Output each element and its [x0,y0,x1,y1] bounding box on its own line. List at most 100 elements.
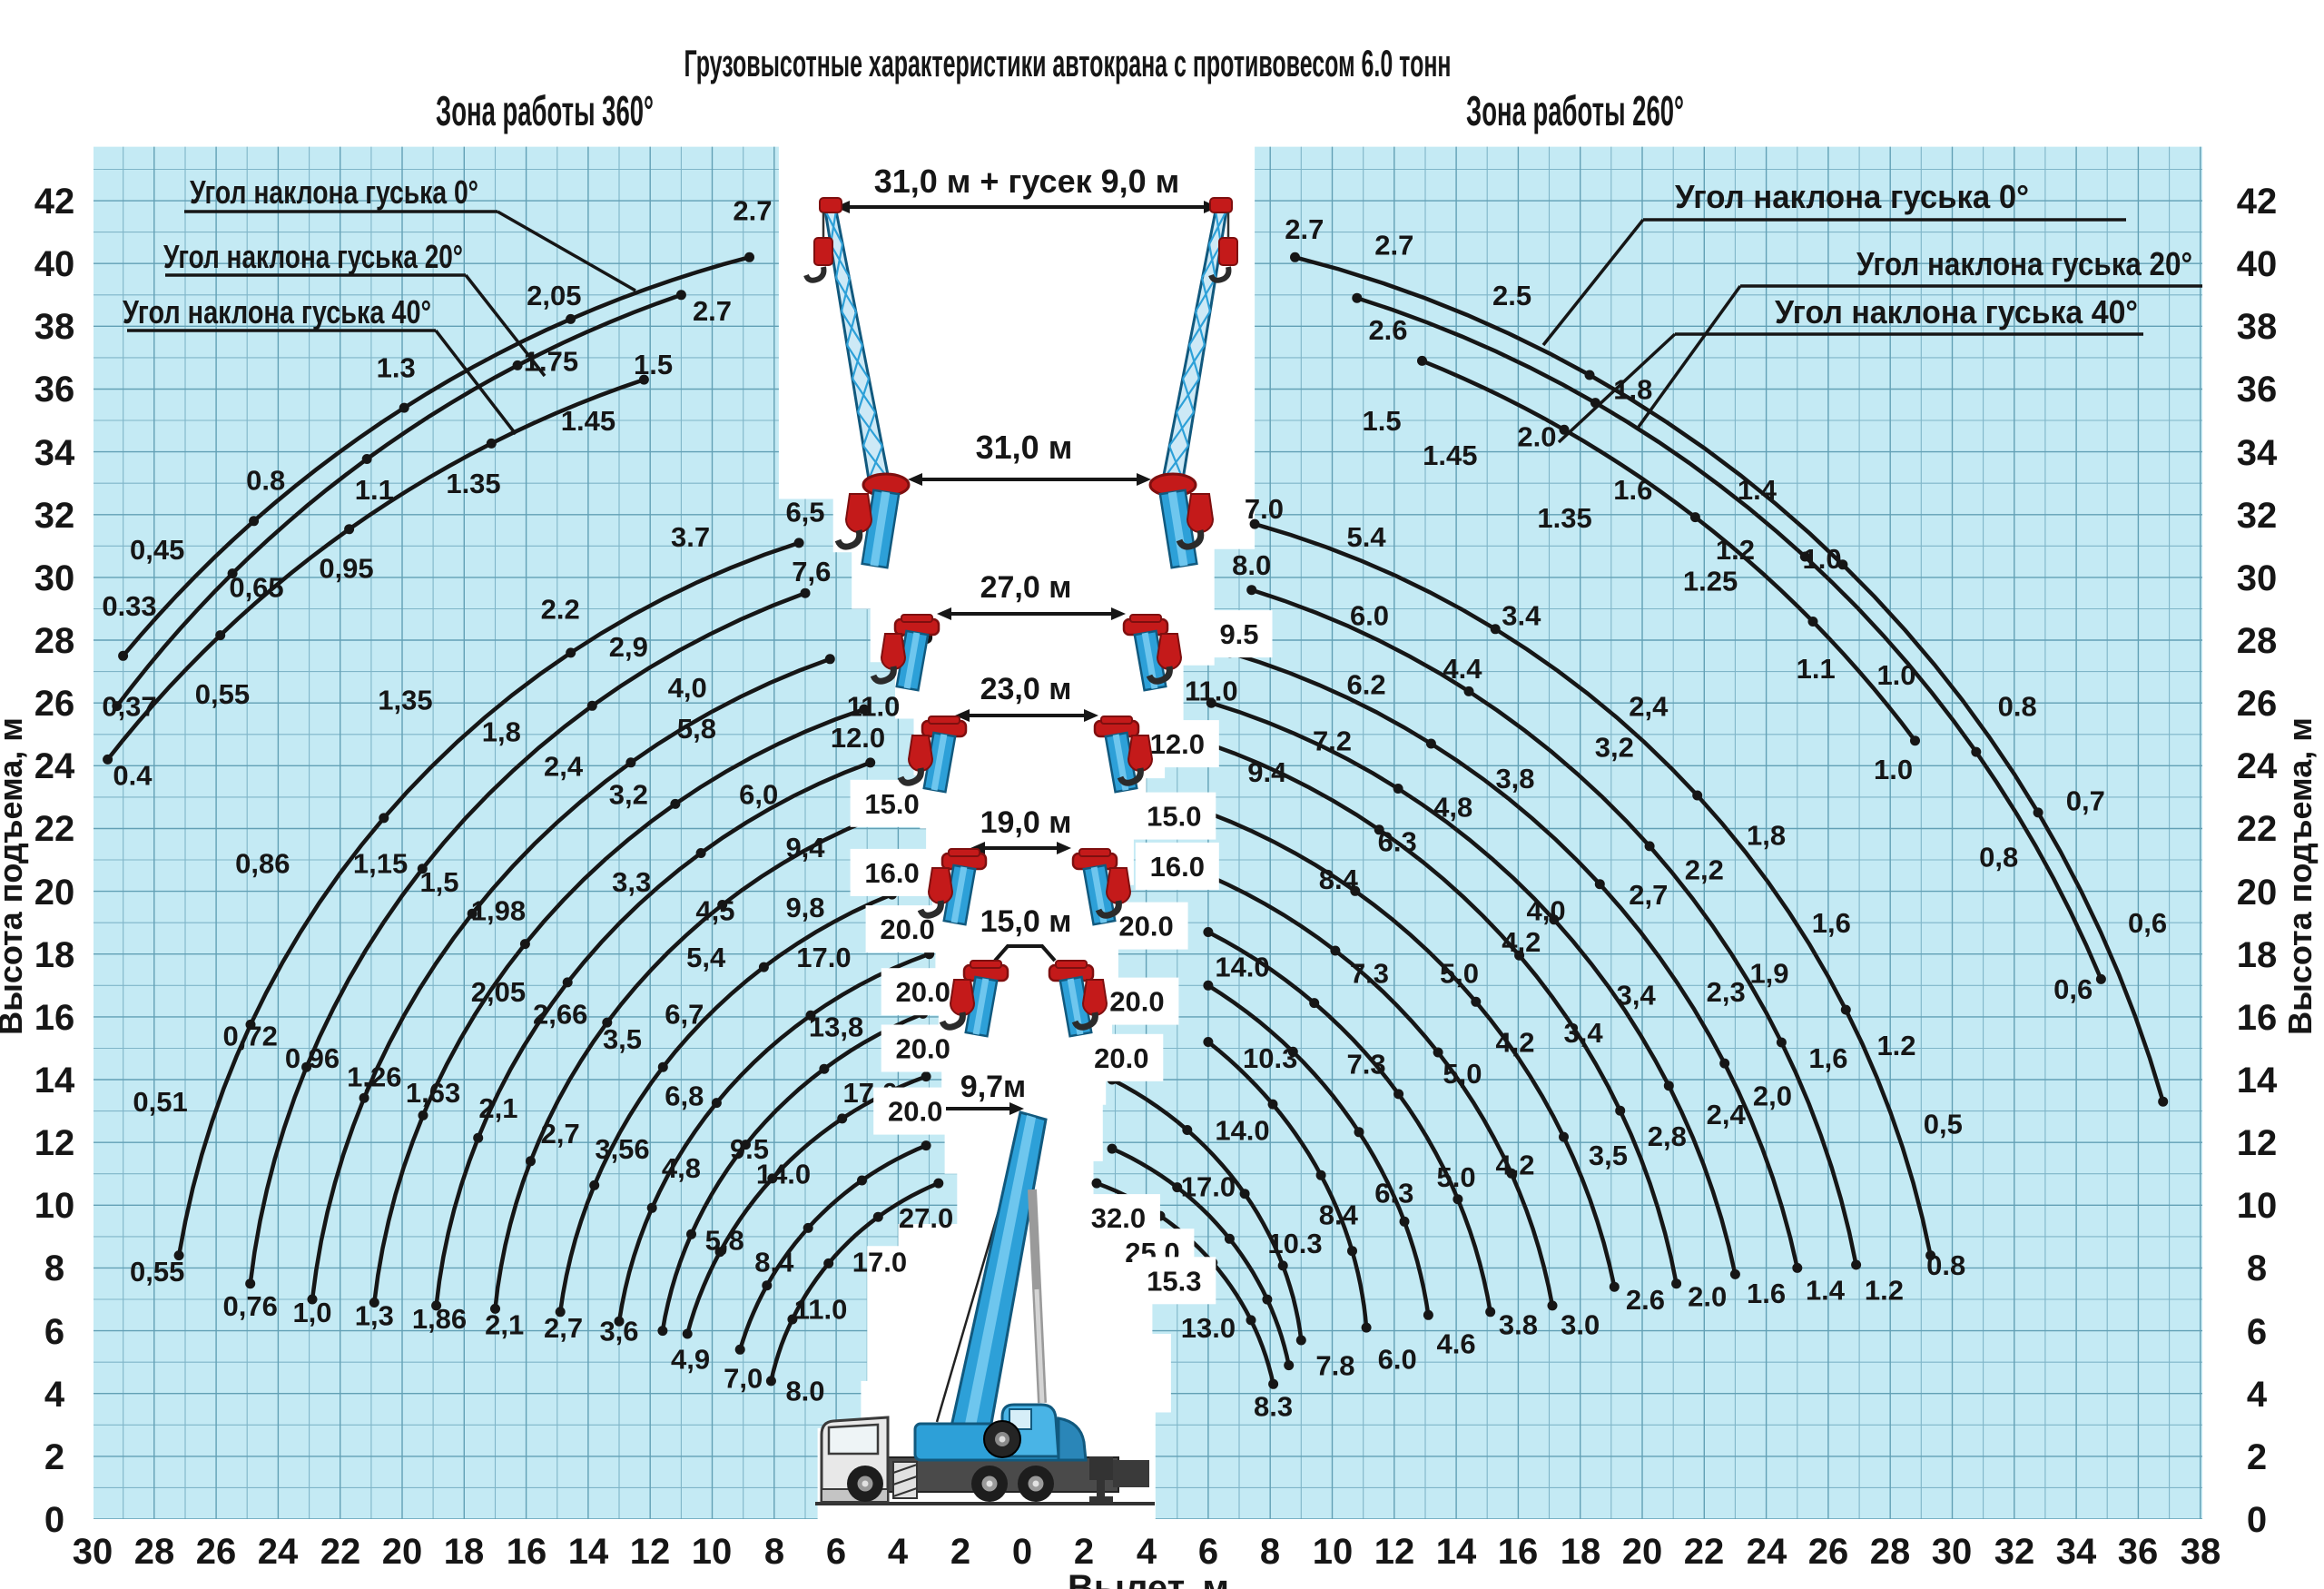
svg-text:3.4: 3.4 [1502,599,1541,631]
svg-text:8.4: 8.4 [1319,864,1359,895]
svg-text:2: 2 [44,1437,64,1477]
svg-text:0.33: 0.33 [102,590,156,622]
svg-text:1.4: 1.4 [1738,474,1777,506]
svg-text:15.0: 15.0 [864,788,919,820]
svg-text:6.2: 6.2 [1347,668,1386,700]
svg-text:38: 38 [2237,307,2278,347]
svg-text:3,4: 3,4 [1617,980,1657,1012]
svg-text:5,0: 5,0 [1443,1058,1482,1090]
svg-text:3,5: 3,5 [603,1023,642,1055]
svg-text:11.0: 11.0 [794,1293,848,1325]
svg-text:34: 34 [34,433,75,473]
svg-text:3,4: 3,4 [1564,1017,1604,1049]
svg-text:18: 18 [2237,935,2278,975]
svg-text:40: 40 [34,244,75,284]
svg-text:2.6: 2.6 [1368,314,1407,346]
svg-text:10.3: 10.3 [1243,1042,1297,1074]
svg-text:32: 32 [1994,1532,2035,1572]
svg-text:9.4: 9.4 [1247,756,1287,788]
svg-text:10: 10 [1313,1532,1354,1572]
svg-text:36: 36 [34,370,75,410]
svg-text:0,8: 0,8 [1979,842,2018,873]
svg-text:17.0: 17.0 [852,1247,907,1278]
svg-text:6: 6 [1198,1532,1218,1572]
svg-text:1.4: 1.4 [1806,1275,1846,1307]
svg-text:20.0: 20.0 [896,1033,950,1065]
svg-text:30: 30 [1932,1532,1973,1572]
svg-text:3.7: 3.7 [671,521,710,553]
svg-text:0,45: 0,45 [130,534,184,566]
svg-text:6: 6 [44,1312,64,1352]
svg-text:1,3: 1,3 [355,1299,394,1331]
svg-text:22: 22 [1684,1532,1725,1572]
svg-text:2,1: 2,1 [478,1092,517,1124]
svg-text:14: 14 [34,1061,75,1100]
svg-text:1.3: 1.3 [377,351,416,383]
svg-text:1.35: 1.35 [1537,502,1591,534]
svg-text:2,9: 2,9 [609,631,648,663]
svg-text:3,56: 3,56 [595,1133,649,1165]
svg-text:17.0: 17.0 [796,942,851,973]
svg-text:2.2: 2.2 [541,594,580,626]
svg-text:6.0: 6.0 [1378,1344,1417,1376]
svg-text:2,4: 2,4 [1707,1099,1747,1130]
svg-text:0.4: 0.4 [113,760,153,792]
svg-text:18: 18 [444,1532,485,1572]
svg-text:7.3: 7.3 [1347,1049,1386,1081]
svg-text:8.0: 8.0 [785,1375,824,1406]
svg-text:4: 4 [888,1532,909,1572]
svg-text:14: 14 [568,1532,609,1572]
svg-text:10: 10 [2237,1186,2278,1226]
svg-text:9.5: 9.5 [730,1133,769,1165]
svg-text:8.0: 8.0 [1232,549,1271,581]
svg-text:5,0: 5,0 [1440,958,1479,990]
svg-text:2,7: 2,7 [544,1312,583,1344]
svg-text:1.0: 1.0 [1803,543,1842,575]
svg-text:2: 2 [2247,1437,2267,1477]
svg-text:40: 40 [2237,244,2278,284]
svg-text:8: 8 [764,1532,784,1572]
svg-text:22: 22 [2237,809,2278,849]
svg-text:13.0: 13.0 [1181,1312,1236,1344]
svg-text:4,2: 4,2 [1495,1149,1534,1180]
svg-text:1.5: 1.5 [634,349,673,380]
svg-text:9,8: 9,8 [785,892,824,923]
svg-text:1.1: 1.1 [355,474,394,506]
svg-text:15.3: 15.3 [1147,1265,1201,1297]
svg-text:28: 28 [2237,621,2278,661]
svg-text:18: 18 [1561,1532,1601,1572]
svg-text:2.5: 2.5 [1492,280,1531,311]
svg-text:16: 16 [507,1532,547,1572]
svg-text:4: 4 [44,1375,65,1415]
svg-text:6,8: 6,8 [665,1080,704,1111]
svg-text:12: 12 [2237,1123,2278,1163]
svg-text:8.3: 8.3 [1254,1391,1293,1423]
svg-text:30: 30 [34,558,75,598]
svg-text:2,3: 2,3 [1707,976,1746,1008]
svg-text:8: 8 [2247,1248,2267,1288]
svg-text:6,7: 6,7 [665,998,704,1030]
svg-text:2,4: 2,4 [544,750,584,782]
svg-text:3.8: 3.8 [1499,1309,1538,1341]
svg-text:34: 34 [2056,1532,2097,1572]
svg-text:1.35: 1.35 [446,468,500,499]
svg-text:20: 20 [382,1532,423,1572]
svg-text:10: 10 [692,1532,733,1572]
svg-text:20.0: 20.0 [880,913,934,945]
svg-text:2.0: 2.0 [1688,1281,1727,1313]
svg-text:2.7: 2.7 [1285,213,1324,245]
svg-text:5.4: 5.4 [1347,521,1387,553]
svg-text:14.0: 14.0 [1215,1114,1269,1146]
svg-text:23,0 м: 23,0 м [980,672,1072,706]
svg-text:12: 12 [34,1123,75,1163]
svg-text:20: 20 [2237,873,2278,913]
svg-text:3,8: 3,8 [1495,763,1534,794]
svg-text:11.0: 11.0 [1185,675,1238,706]
svg-text:16.0: 16.0 [1150,851,1205,883]
svg-text:3,5: 3,5 [1589,1140,1628,1171]
svg-text:14: 14 [1436,1532,1477,1572]
svg-text:5.0: 5.0 [1437,1161,1476,1193]
svg-text:0: 0 [44,1500,64,1540]
svg-text:20.0: 20.0 [896,976,950,1008]
svg-text:28: 28 [134,1532,175,1572]
